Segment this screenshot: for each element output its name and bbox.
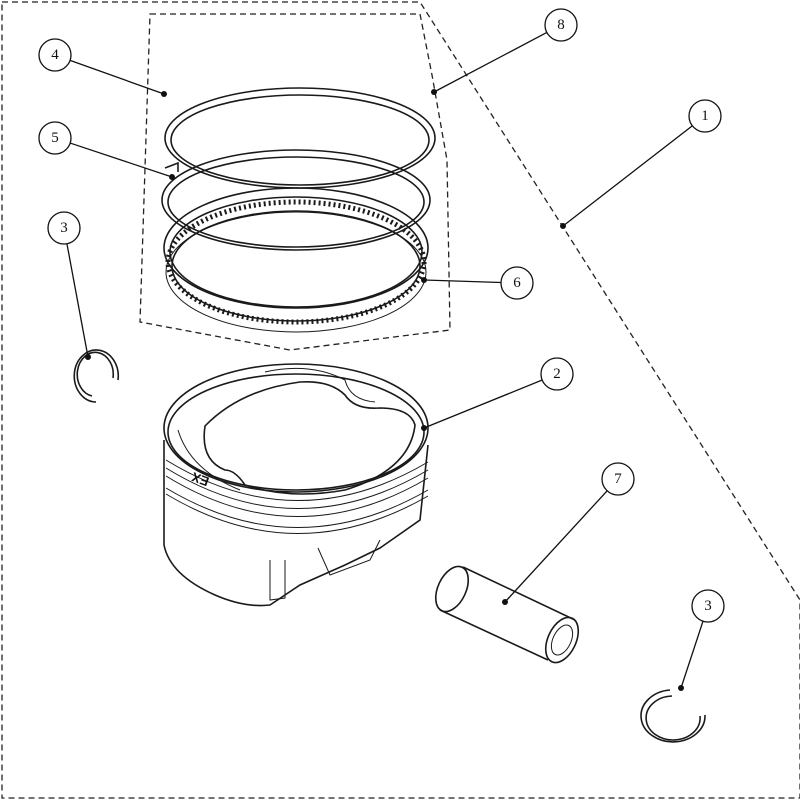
leader-line <box>504 490 608 603</box>
leader-line <box>66 243 89 358</box>
callout-3: 3 <box>47 211 91 360</box>
callout-circle <box>688 99 722 133</box>
callout-number: 6 <box>513 275 521 291</box>
callout-2: 2 <box>421 357 574 431</box>
leader-dot <box>85 354 91 360</box>
callout-5: 5 <box>38 121 175 180</box>
callouts: 1 2 3 3 4 5 6 7 8 <box>38 8 725 691</box>
callout-circle <box>540 357 574 391</box>
leader-line <box>680 620 704 689</box>
callout-8: 8 <box>431 8 578 95</box>
pin-clip-left <box>73 349 120 403</box>
callout-number: 8 <box>557 17 565 33</box>
piston-marking: EX <box>189 469 211 489</box>
oil-control-ring <box>163 187 429 333</box>
callout-circle <box>691 589 725 623</box>
callout-number: 3 <box>60 220 68 236</box>
leader-line <box>423 379 543 429</box>
leader-line <box>69 142 173 178</box>
callout-number: 4 <box>51 47 59 63</box>
leader-dot <box>560 223 566 229</box>
callout-circle <box>500 266 534 300</box>
piston: EX <box>163 363 429 607</box>
second-compression-ring <box>161 149 431 251</box>
piston-pin <box>434 565 580 664</box>
leader-dot <box>421 277 427 283</box>
leader-dot <box>431 89 437 95</box>
callout-circle <box>47 211 81 245</box>
ring-set-boundary <box>139 13 451 351</box>
leader-line <box>433 31 548 93</box>
leader-dot <box>421 425 427 431</box>
callout-number: 3 <box>704 598 712 614</box>
callout-4: 4 <box>38 38 167 97</box>
callout-1: 1 <box>560 99 722 229</box>
callout-number: 1 <box>701 108 709 124</box>
callout-number: 7 <box>614 471 622 487</box>
callout-circle <box>601 462 635 496</box>
leader-dot <box>502 599 508 605</box>
leader-dot <box>161 91 167 97</box>
callout-number: 5 <box>51 130 59 146</box>
callout-3: 3 <box>678 589 725 691</box>
callout-6: 6 <box>421 266 534 300</box>
callout-number: 2 <box>553 366 561 382</box>
leader-line <box>69 59 165 95</box>
leader-dot <box>169 174 175 180</box>
callout-circle <box>38 121 72 155</box>
pin-clip-right <box>640 689 706 743</box>
leader-line <box>562 125 693 227</box>
callout-7: 7 <box>502 462 635 605</box>
callout-circle <box>544 8 578 42</box>
leader-dot <box>678 685 684 691</box>
leader-line <box>423 279 502 284</box>
callout-circle <box>38 38 72 72</box>
